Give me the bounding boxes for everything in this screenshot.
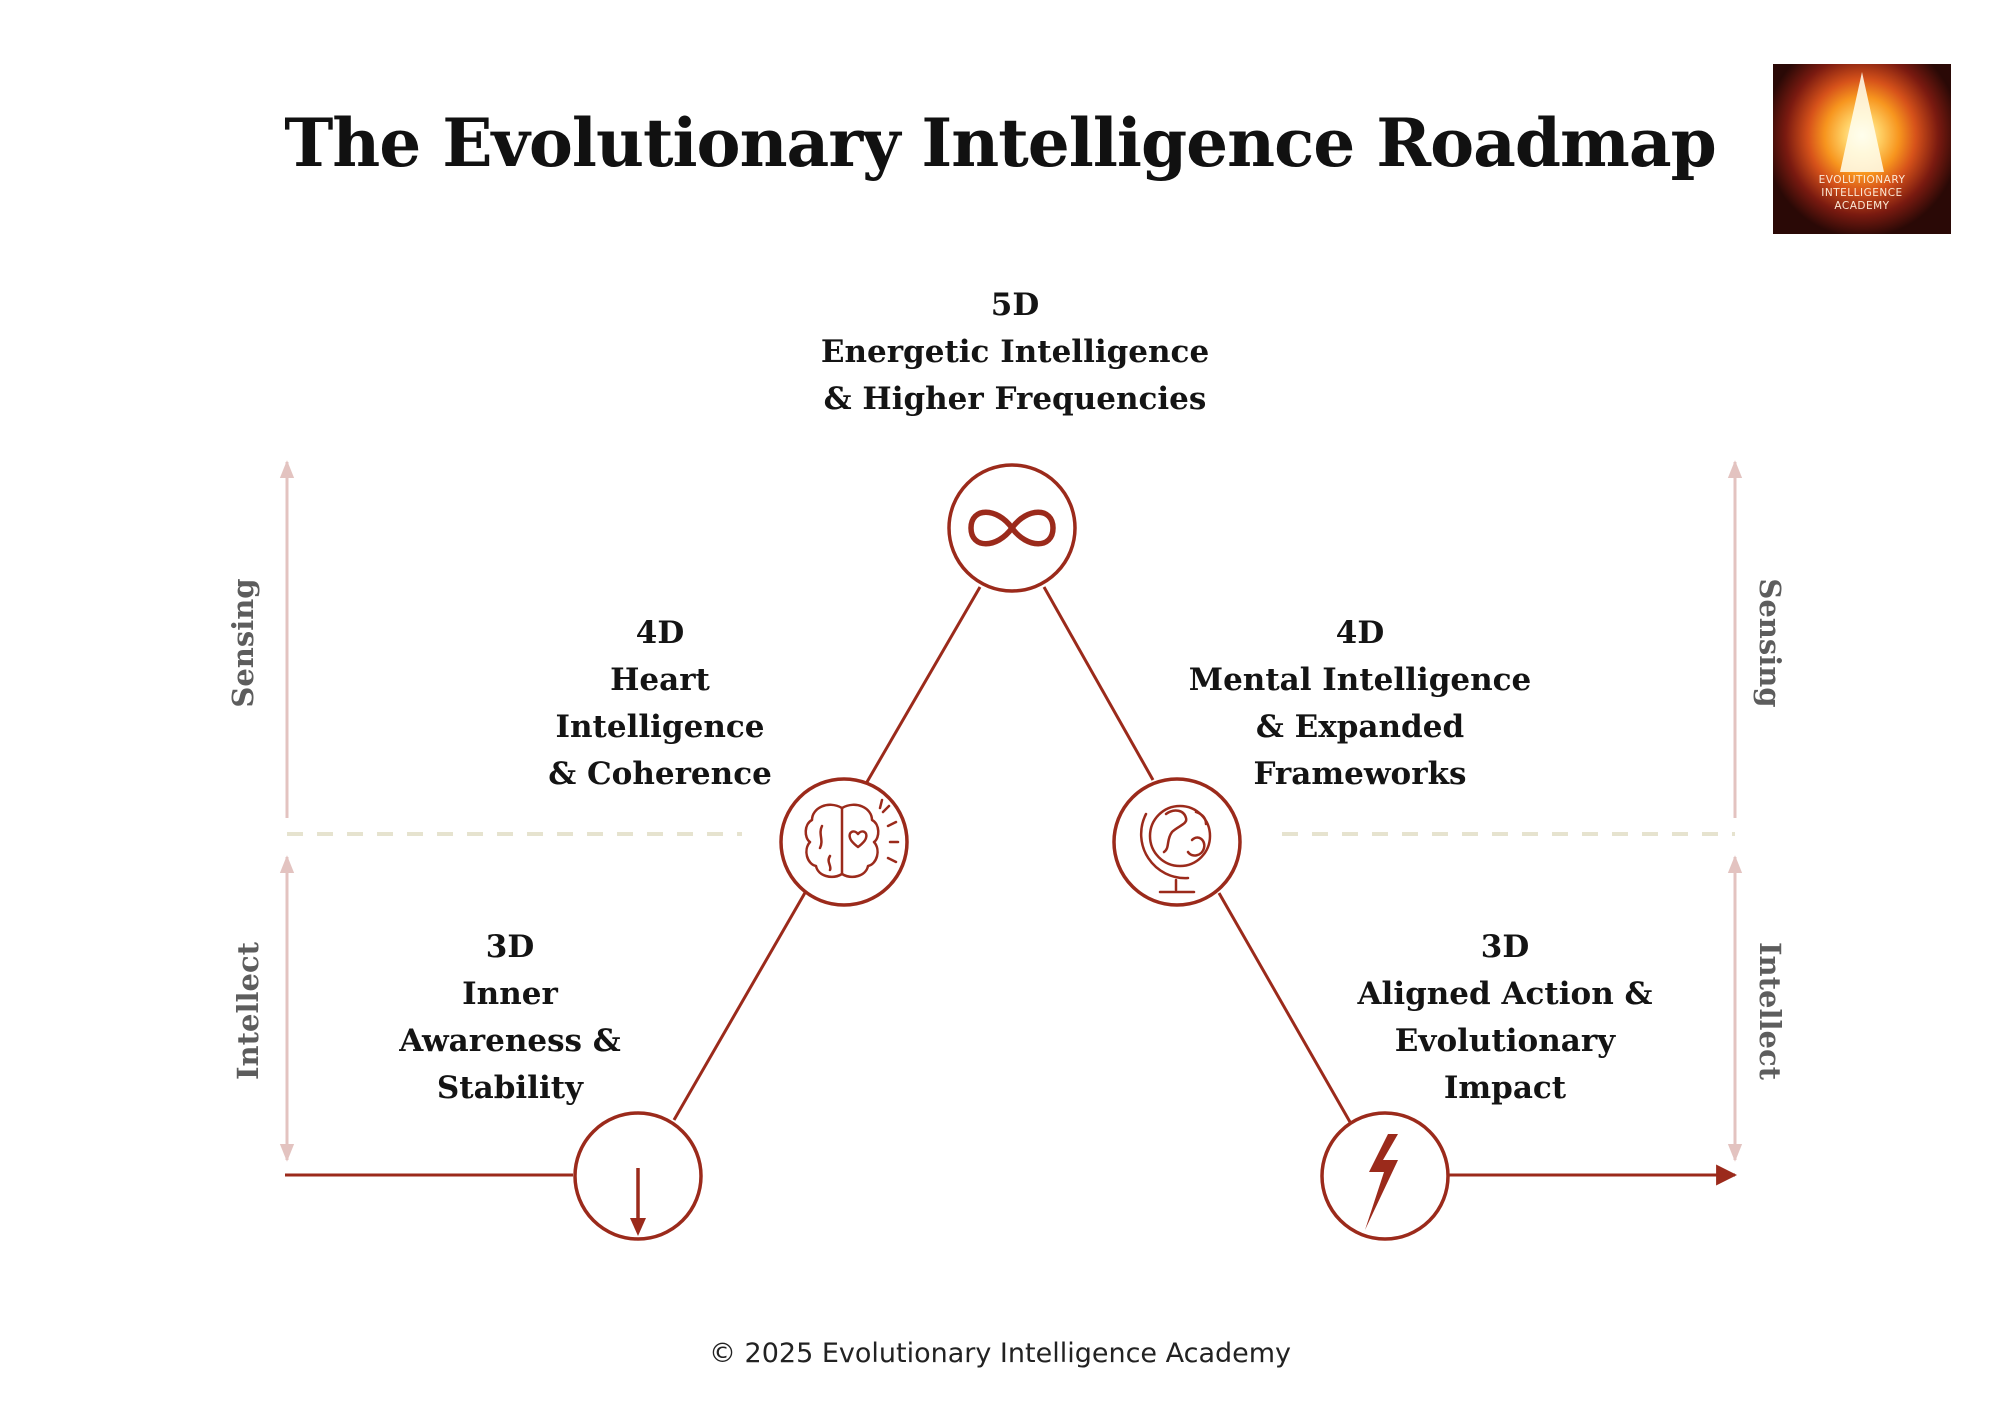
node-level: 5D <box>990 287 1040 323</box>
node-text-line: & Coherence <box>548 756 772 792</box>
page-title: The Evolutionary Intelligence Roadmap <box>284 104 1717 182</box>
path-heart-to-top <box>865 586 982 783</box>
node-top-label: 5D Energetic Intelligence & Higher Frequ… <box>790 282 1240 423</box>
arrow-down-icon <box>630 1168 646 1236</box>
node-heart-label: 4D Heart Intelligence & Coherence <box>500 610 820 798</box>
node-text-line: Energetic Intelligence <box>820 334 1210 370</box>
node-text-line: Stability <box>436 1070 584 1106</box>
path-inner-to-heart <box>672 890 808 1121</box>
node-mental-circle <box>1112 777 1242 907</box>
node-heart-circle <box>779 777 909 907</box>
light-beam-icon <box>1840 72 1884 172</box>
node-text-line: Intelligence <box>555 709 765 745</box>
copyright-footer: © 2025 Evolutionary Intelligence Academy <box>708 1338 1292 1369</box>
right-sensing-label: Sensing <box>1753 578 1787 708</box>
node-action-label: 3D Aligned Action & Evolutionary Impact <box>1320 924 1690 1112</box>
node-level: 3D <box>485 929 535 965</box>
left-intellect-label: Intellect <box>231 941 265 1081</box>
academy-logo: EVOLUTIONARY INTELLIGENCE ACADEMY <box>1773 64 1951 234</box>
node-text-line: Evolutionary <box>1394 1023 1616 1059</box>
path-top-to-mental <box>1042 586 1155 781</box>
node-level: 4D <box>1335 615 1385 651</box>
node-text-line: Frameworks <box>1253 756 1467 792</box>
node-text-line: Mental Intelligence <box>1188 662 1532 698</box>
logo-line: EVOLUTIONARY <box>1818 174 1906 186</box>
node-text-line: Aligned Action & <box>1357 976 1653 1012</box>
logo-line: INTELLIGENCE <box>1821 187 1903 199</box>
brain-heart-icon <box>804 798 900 878</box>
node-level: 4D <box>635 615 685 651</box>
node-text-line: & Higher Frequencies <box>823 381 1207 417</box>
node-text-line: & Expanded <box>1255 709 1465 745</box>
path-mental-to-action <box>1217 892 1352 1123</box>
node-level: 3D <box>1480 929 1530 965</box>
logo-text: EVOLUTIONARY INTELLIGENCE ACADEMY <box>1773 174 1951 213</box>
node-text-line: Impact <box>1443 1070 1567 1106</box>
node-inner-label: 3D Inner Awareness & Stability <box>360 924 660 1112</box>
node-text-line: Inner <box>462 976 558 1012</box>
lightning-icon <box>1365 1134 1398 1230</box>
node-text-line: Awareness & <box>399 1023 621 1059</box>
globe-icon <box>1139 804 1212 894</box>
infinity-icon <box>968 509 1056 547</box>
left-sensing-label: Sensing <box>226 578 260 708</box>
logo-line: ACADEMY <box>1834 200 1890 212</box>
node-mental-label: 4D Mental Intelligence & Expanded Framew… <box>1160 610 1560 798</box>
node-text-line: Heart <box>610 662 710 698</box>
right-intellect-label: Intellect <box>1753 941 1787 1081</box>
